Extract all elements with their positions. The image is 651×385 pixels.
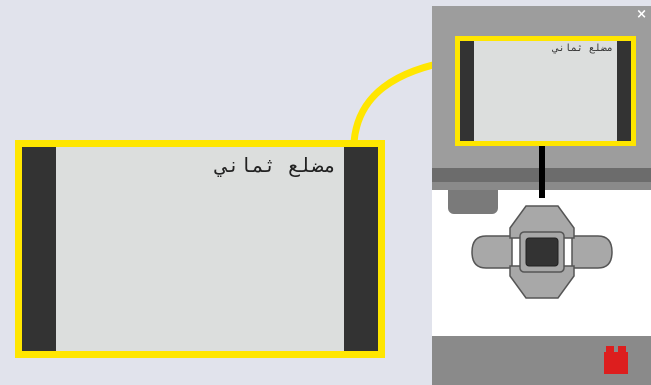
zoomed-screen-display: مضلع ثماني [56,147,344,351]
left-button[interactable] [472,236,512,268]
power-block-icon [604,346,628,374]
close-icon[interactable]: × [636,7,647,23]
brick-screen-right-bar [617,41,631,141]
zoomed-screen-left-bar [22,147,56,351]
zoomed-screen-text: مضلع ثماني [216,153,336,177]
button-pad [468,198,616,306]
center-button[interactable] [526,238,558,266]
zoomed-screen: مضلع ثماني [15,140,385,358]
ev3-brick: × مضلع ثماني [432,6,651,385]
right-button[interactable] [572,236,612,268]
screen-cable [539,146,545,198]
brick-screen-text: مضلع ثماني [553,43,613,54]
brick-screen: مضلع ثماني [455,36,636,146]
brick-screen-left-bar [460,41,474,141]
brick-screen-display: مضلع ثماني [474,41,617,141]
zoomed-screen-right-bar [344,147,378,351]
